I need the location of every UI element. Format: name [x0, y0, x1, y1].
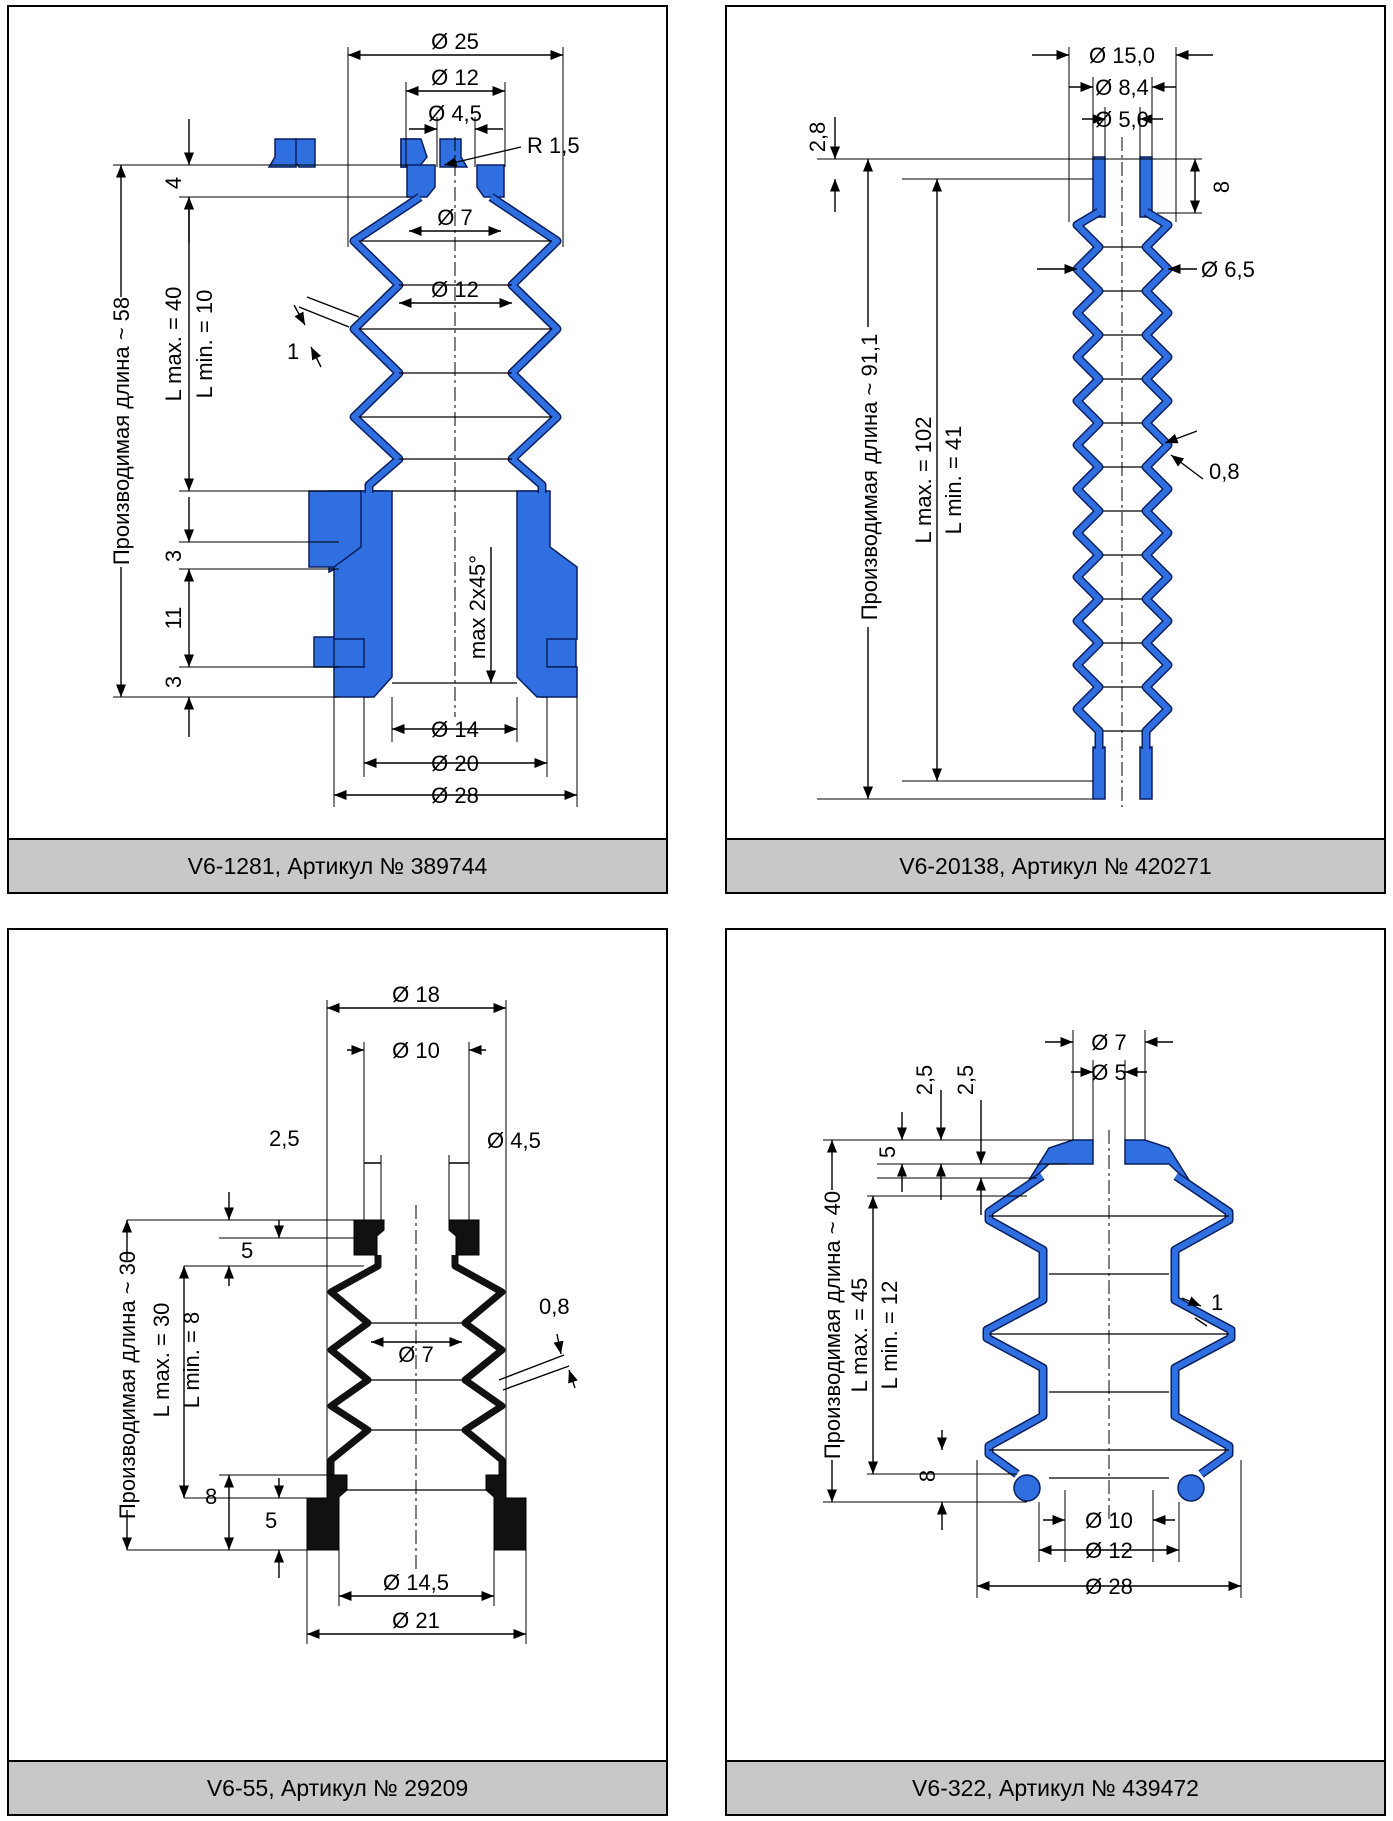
dim-d14: Ø 14	[431, 717, 479, 742]
bellows-drawing: Ø 25 Ø 12 Ø 4,5 R 1,5 Ø 7 Ø 12 4 L max. …	[109, 29, 580, 808]
dim-r1-5: R 1,5	[527, 133, 580, 158]
dim-d10: Ø 10	[1085, 1508, 1133, 1533]
dim-t5-top: 5	[241, 1238, 253, 1263]
dim-d6-5: Ø 6,5	[1201, 257, 1255, 282]
dim-d5: Ø 5	[1091, 1060, 1126, 1085]
dim-d4-5: Ø 4,5	[487, 1128, 541, 1153]
dim-d14-5: Ø 14,5	[383, 1570, 449, 1595]
drawing-panel-v6-55: Ø 18 Ø 10 2,5 Ø 4,5 5 L max. = 30 L min.…	[7, 928, 668, 1816]
dim-t8: 8	[1209, 181, 1234, 193]
dim-wall1: 1	[287, 339, 299, 364]
bellows-drawing: Ø 18 Ø 10 2,5 Ø 4,5 5 L max. = 30 L min.…	[113, 982, 578, 1644]
dim-t5: 5	[875, 1146, 900, 1158]
dim-t4: 4	[161, 177, 186, 189]
dim-length: Производимая длина ~ 30	[115, 1251, 140, 1519]
dim-length: Производимая длина ~ 58	[109, 297, 134, 565]
dim-d7: Ø 7	[1091, 1030, 1126, 1055]
dim-d21: Ø 21	[392, 1608, 440, 1633]
dim-lmin: L min. = 41	[941, 426, 966, 535]
dim-d8-4: Ø 8,4	[1095, 75, 1149, 100]
dim-t5-bot: 5	[265, 1508, 277, 1533]
dim-d20: Ø 20	[431, 751, 479, 776]
dim-length: Производимая длина ~ 91,1	[857, 334, 882, 621]
dim-d15: Ø 15,0	[1089, 43, 1155, 68]
dim-d7: Ø 7	[398, 1342, 433, 1367]
dim-d7: Ø 7	[437, 205, 472, 230]
drawing-panel-v6-322: Ø 7 Ø 5 5 2,5 2,5 Производимая длина ~ 4…	[725, 928, 1386, 1816]
dim-wall1: 1	[1211, 1290, 1223, 1315]
dim-d5: Ø 5,0	[1095, 107, 1149, 132]
dim-wall0-8: 0,8	[1209, 459, 1240, 484]
dim-d10: Ø 10	[392, 1038, 440, 1063]
part-caption: V6-55, Артикул № 29209	[9, 1760, 666, 1814]
dim-wall0-8: 0,8	[539, 1294, 570, 1319]
dim-chamfer: max 2x45°	[465, 555, 490, 659]
dim-lmax: L max. = 102	[911, 417, 936, 544]
part-caption: V6-322, Артикул № 439472	[727, 1760, 1384, 1814]
dim-lmin: L min. = 12	[877, 1281, 902, 1390]
dim-d28: Ø 28	[1085, 1574, 1133, 1599]
dim-lmax: L max. = 40	[161, 287, 186, 402]
drawing-panel-v6-1281: Ø 25 Ø 12 Ø 4,5 R 1,5 Ø 7 Ø 12 4 L max. …	[7, 5, 668, 894]
bellows-body	[1072, 156, 1173, 800]
dim-t2-5a: 2,5	[912, 1065, 937, 1096]
dim-lmax: L max. = 30	[149, 1303, 174, 1418]
dim-t2-5b: 2,5	[953, 1065, 978, 1096]
dim-length: Производимая длина ~ 40	[820, 1191, 845, 1459]
part-caption: V6-20138, Артикул № 420271	[727, 838, 1384, 892]
dim-d18: Ø 18	[392, 982, 440, 1007]
bellows-body	[306, 1219, 527, 1551]
dim-lmin: L min. = 10	[192, 290, 217, 399]
bellows-drawing: Ø 15,0 Ø 8,4 Ø 5,0 2,8 8 Ø 6,5 0,8 Произ…	[805, 43, 1255, 807]
dim-t3b: 3	[161, 676, 186, 688]
dim-d4-5: Ø 4,5	[428, 101, 482, 126]
dim-t8: 8	[915, 1470, 940, 1482]
dim-t11: 11	[161, 607, 186, 630]
part-caption: V6-1281, Артикул № 389744	[9, 838, 666, 892]
dim-lmin: L min. = 8	[179, 1312, 204, 1408]
dim-d28: Ø 28	[431, 783, 479, 808]
dim-d25: Ø 25	[431, 29, 479, 54]
dim-d12: Ø 12	[1085, 1538, 1133, 1563]
dim-t2-8: 2,8	[805, 122, 830, 153]
dim-t2-5: 2,5	[269, 1126, 300, 1151]
dim-t3a: 3	[161, 550, 186, 562]
dim-d12-mid: Ø 12	[431, 277, 479, 302]
dim-lmax: L max. = 45	[847, 1278, 872, 1393]
dim-d12-top: Ø 12	[431, 65, 479, 90]
bellows-body	[982, 1139, 1236, 1502]
drawing-panel-v6-20138: Ø 15,0 Ø 8,4 Ø 5,0 2,8 8 Ø 6,5 0,8 Произ…	[725, 5, 1386, 894]
dim-t8: 8	[205, 1484, 217, 1509]
bellows-drawing: Ø 7 Ø 5 5 2,5 2,5 Производимая длина ~ 4…	[819, 1030, 1242, 1599]
